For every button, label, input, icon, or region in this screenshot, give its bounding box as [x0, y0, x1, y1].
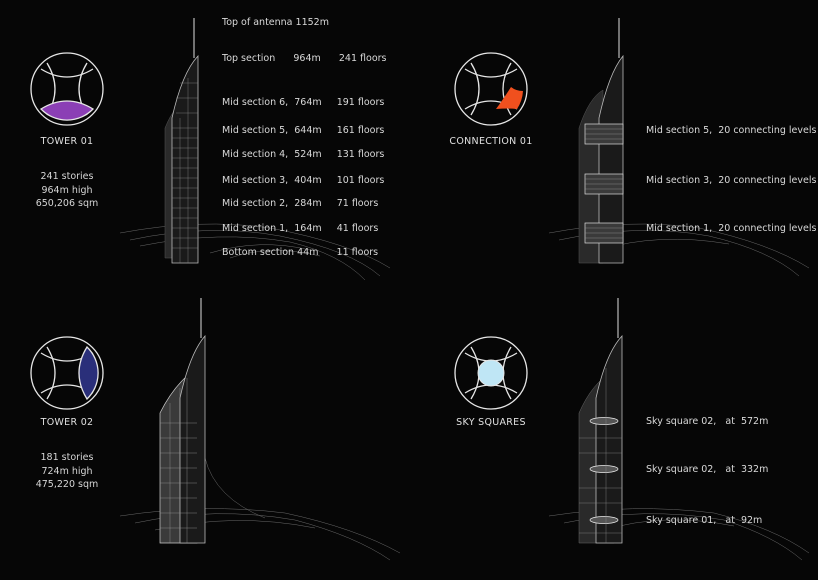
- connection-01-panel: CONNECTION 01 Mid section 5, 20 connecti…: [409, 0, 818, 290]
- stat-stories: 181 stories: [40, 452, 94, 463]
- label-mid-section-3: Mid section 3, 404m 101 floors: [222, 175, 385, 186]
- tower-02-plan-icon: [29, 335, 105, 411]
- label-mid-section-5: Mid section 5, 644m 161 floors: [222, 125, 385, 136]
- label-connection-mid-1: Mid section 1, 20 connecting levels: [646, 223, 817, 234]
- connection-plan-icon: [453, 51, 529, 127]
- stat-height: 964m high: [41, 184, 93, 196]
- label-bottom-section: Bottom section 44m 11 floors: [222, 247, 379, 258]
- sky-squares-wireframe: [544, 298, 814, 568]
- label-sky-square-332: Sky square 02, at 332m: [646, 464, 769, 475]
- label-mid-section-6: Mid section 6, 764m 191 floors: [222, 97, 385, 108]
- label-sky-square-572: Sky square 02, at 572m: [646, 416, 769, 427]
- stat-area: 650,206 sqm: [35, 198, 99, 209]
- label-top-of-antenna: Top of antenna 1152m: [222, 17, 329, 28]
- stat-stories: 241 stories: [40, 171, 94, 182]
- label-mid-section-1: Mid section 1, 164m 41 floors: [222, 223, 379, 234]
- label-top-section: Top section 964m 241 floors: [222, 53, 387, 64]
- tower-02-caption: TOWER 02: [40, 417, 94, 428]
- tower-01-plan-icon: [29, 51, 105, 127]
- tower-02-wireframe: [115, 298, 405, 568]
- sky-squares-plan-icon: [453, 335, 529, 411]
- label-mid-section-2: Mid section 2, 284m 71 floors: [222, 198, 379, 209]
- tower-02-stats: 181 stories 724m high 475,220 sqm: [7, 451, 127, 492]
- label-mid-section-4: Mid section 4, 524m 131 floors: [222, 149, 385, 160]
- tower-01-panel: TOWER 01 241 stories 964m high 650,206 s…: [0, 0, 409, 290]
- label-connection-mid-5: Mid section 5, 20 connecting levels: [646, 125, 817, 136]
- tower-01-caption: TOWER 01: [40, 136, 94, 147]
- sky-squares-panel: SKY SQUARES Sky square 02, at 572m Sky s…: [409, 290, 818, 580]
- connection-01-caption: CONNECTION 01: [449, 136, 533, 147]
- connection-01-wireframe: [539, 18, 818, 288]
- stat-area: 475,220 sqm: [35, 479, 99, 490]
- tower-01-stats: 241 stories 964m high 650,206 sqm: [7, 170, 127, 211]
- sky-squares-caption: SKY SQUARES: [456, 417, 526, 428]
- tower-02-panel: TOWER 02 181 stories 724m high 475,220 s…: [0, 290, 409, 580]
- label-sky-square-92: Sky square 01, at 92m: [646, 515, 763, 526]
- tower-01-wireframe: [110, 18, 400, 288]
- label-connection-mid-3: Mid section 3, 20 connecting levels: [646, 175, 817, 186]
- stat-height: 724m high: [41, 465, 93, 477]
